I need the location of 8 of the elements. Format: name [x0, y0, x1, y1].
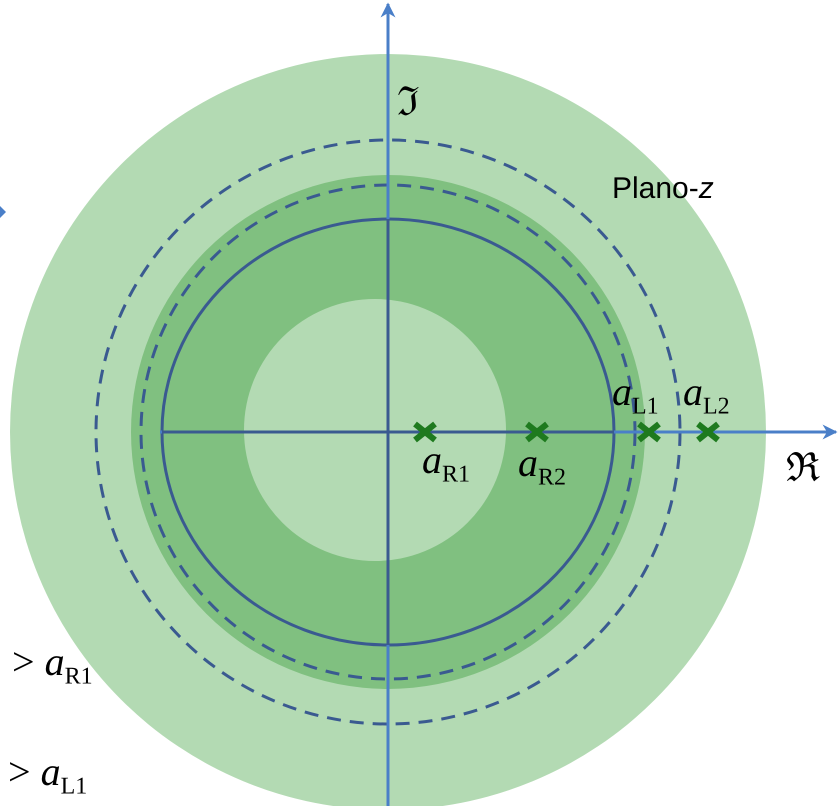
pole-label: a$_{R1}$: [422, 440, 470, 486]
condition-text: > a$_{R1}$: [12, 642, 93, 688]
real-axis-label: ℜ: [786, 448, 820, 488]
pole-label: a$_{L2}$: [683, 372, 730, 418]
condition-text: > a$_{L1}$: [8, 752, 88, 798]
imaginary-axis-label: ℑ: [397, 82, 419, 122]
plane-label: Plano-z: [612, 174, 714, 204]
pole-label: a$_{R2}$: [518, 443, 566, 490]
